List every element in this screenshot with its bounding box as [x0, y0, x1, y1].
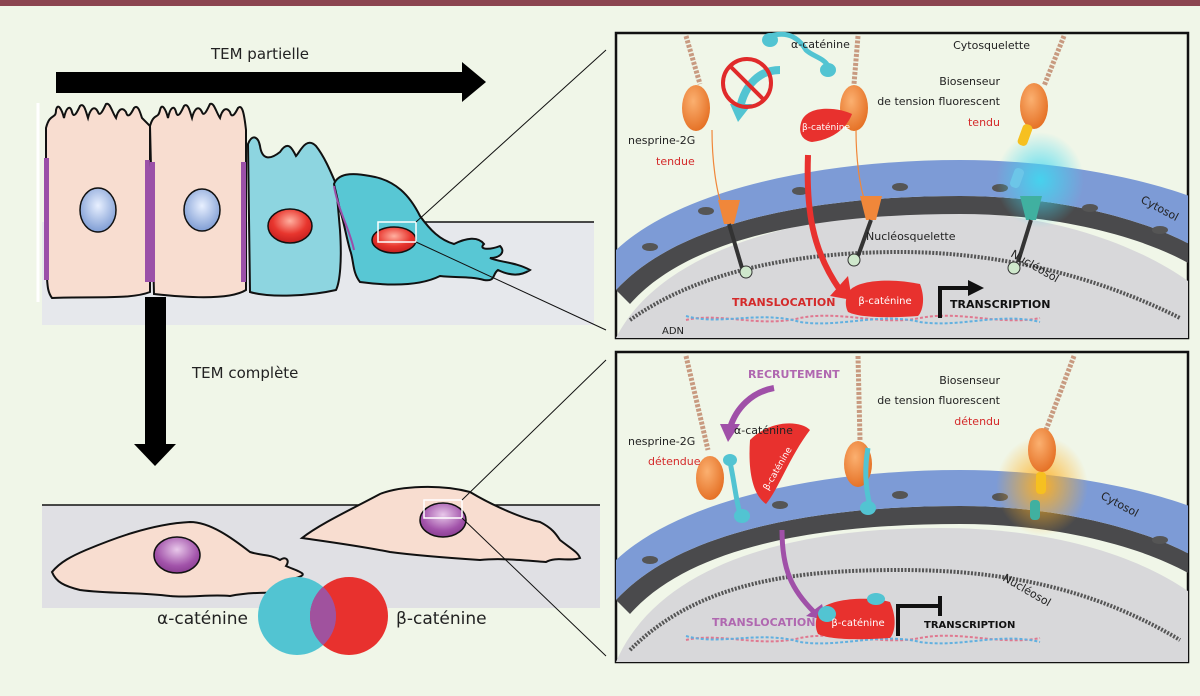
- complete-emt-label: TEM complète: [191, 364, 298, 382]
- partial-emt-arrow: [56, 62, 486, 102]
- zoom-line: [461, 359, 607, 501]
- nesprin-molecule: [1020, 83, 1048, 129]
- dna-label: ADN: [662, 326, 684, 337]
- biosensor-cyan: [1030, 500, 1040, 520]
- beta-catenin-cytoplasmic: [800, 108, 852, 142]
- nucleoskeleton-label: Nucléosquelette: [866, 230, 956, 243]
- biosensor-label-2: de tension fluorescent: [877, 95, 1000, 108]
- biosensor-label-2: de tension fluorescent: [877, 394, 1000, 407]
- sun-anchors: [718, 196, 1042, 279]
- transcription-on-arrow: [938, 286, 972, 318]
- beta-catenin-nuclear: [815, 598, 895, 640]
- nucleus-purple: [419, 502, 467, 538]
- dna-helix: [685, 314, 1041, 323]
- partial-emt-label: TEM partielle: [210, 45, 309, 63]
- translocation-arrow: [779, 529, 816, 614]
- epithelial-cell-1: [44, 102, 151, 300]
- nesprin-state-label: détendue: [648, 455, 701, 468]
- biosensor-yellow: [1036, 472, 1046, 494]
- nesprin-molecule: [696, 456, 724, 500]
- beta-nuclear-label: β-caténine: [831, 617, 884, 629]
- epithelial-cell-2: [148, 102, 247, 299]
- blocked-recruitment-arrow: [736, 66, 781, 109]
- recruitment-label: RECRUTEMENT: [748, 368, 840, 381]
- translocation-label: TRANSLOCATION: [732, 296, 835, 309]
- nuclear-lamina: [616, 196, 1188, 304]
- zoom-line: [461, 517, 607, 657]
- legend-overlap: [310, 577, 336, 655]
- top-panel: β-caténine β-caténine α-caténine Cytosqu…: [614, 31, 1190, 340]
- dna-helix: [685, 634, 1041, 643]
- nucleus-purple: [153, 536, 201, 574]
- beta-catenin-label: β-caténine: [802, 122, 850, 133]
- legend-beta-label: β-caténine: [396, 609, 487, 629]
- beta-catenin-nuclear: [845, 280, 924, 318]
- nuclear-lamina: [616, 506, 1188, 614]
- transcription-label: TRANSCRIPTION: [924, 620, 1015, 631]
- zoom-line: [415, 241, 607, 331]
- nucleus-blue: [79, 187, 117, 233]
- biosensor-state-label: détendu: [954, 415, 1000, 428]
- translocation-label: TRANSLOCATION: [712, 616, 815, 629]
- legend-alpha-label: α-caténine: [157, 609, 248, 629]
- biosensor-label-1: Biosenseur: [939, 374, 1000, 387]
- recruitment-arrow: [727, 385, 775, 429]
- intermediate-cell: [246, 136, 342, 297]
- migrating-cell: [332, 173, 532, 286]
- bottom-panel: β-caténine β-caténine RECRUTEMENT α-caté…: [614, 350, 1190, 664]
- nesprin-label: nesprine-2G: [628, 435, 695, 448]
- complete-emt-arrow: [134, 297, 176, 466]
- cytoskeleton-filaments: [683, 355, 1077, 451]
- transcription-label: TRANSCRIPTION: [950, 298, 1050, 311]
- beta-nuclear-label: β-caténine: [858, 295, 911, 307]
- cytoskeleton-label: Cytosquelette: [953, 39, 1030, 52]
- alpha-catenin-label: α-caténine: [791, 38, 850, 51]
- nucleus-red: [267, 208, 313, 244]
- zoom-line: [415, 49, 607, 223]
- biosensor-state-label: tendu: [968, 116, 1000, 129]
- mesenchymal-cell-2: [299, 485, 582, 564]
- nesprin-state-label: tendue: [656, 155, 695, 168]
- mesenchymal-cell-1: [50, 520, 305, 598]
- nesprin-label: nesprine-2G: [628, 134, 695, 147]
- biosensor-cyan: [1010, 168, 1024, 188]
- top-border-bar: [0, 0, 1200, 6]
- biosensor-glow-blue: [996, 132, 1084, 228]
- nucleus-blue: [183, 188, 221, 232]
- legend: α-caténine β-caténine: [157, 577, 487, 655]
- nesprin-molecule: [682, 85, 710, 131]
- prohibited-icon: [721, 57, 773, 109]
- transcription-blocked-arrow: [896, 604, 940, 636]
- zoom-region-box: [377, 221, 417, 243]
- beta-catenin-bound: [749, 423, 810, 504]
- translocation-arrow: [804, 154, 843, 292]
- biosensor-yellow: [1017, 124, 1033, 146]
- alpha-catenin-molecule: [769, 31, 831, 68]
- nesprin-molecule: [1028, 428, 1056, 472]
- biosensor-label-1: Biosenseur: [939, 75, 1000, 88]
- zoom-region-box: [423, 499, 463, 519]
- alpha-catenin-label: α-caténine: [734, 424, 793, 437]
- cytoskeleton-filaments: [683, 35, 1067, 87]
